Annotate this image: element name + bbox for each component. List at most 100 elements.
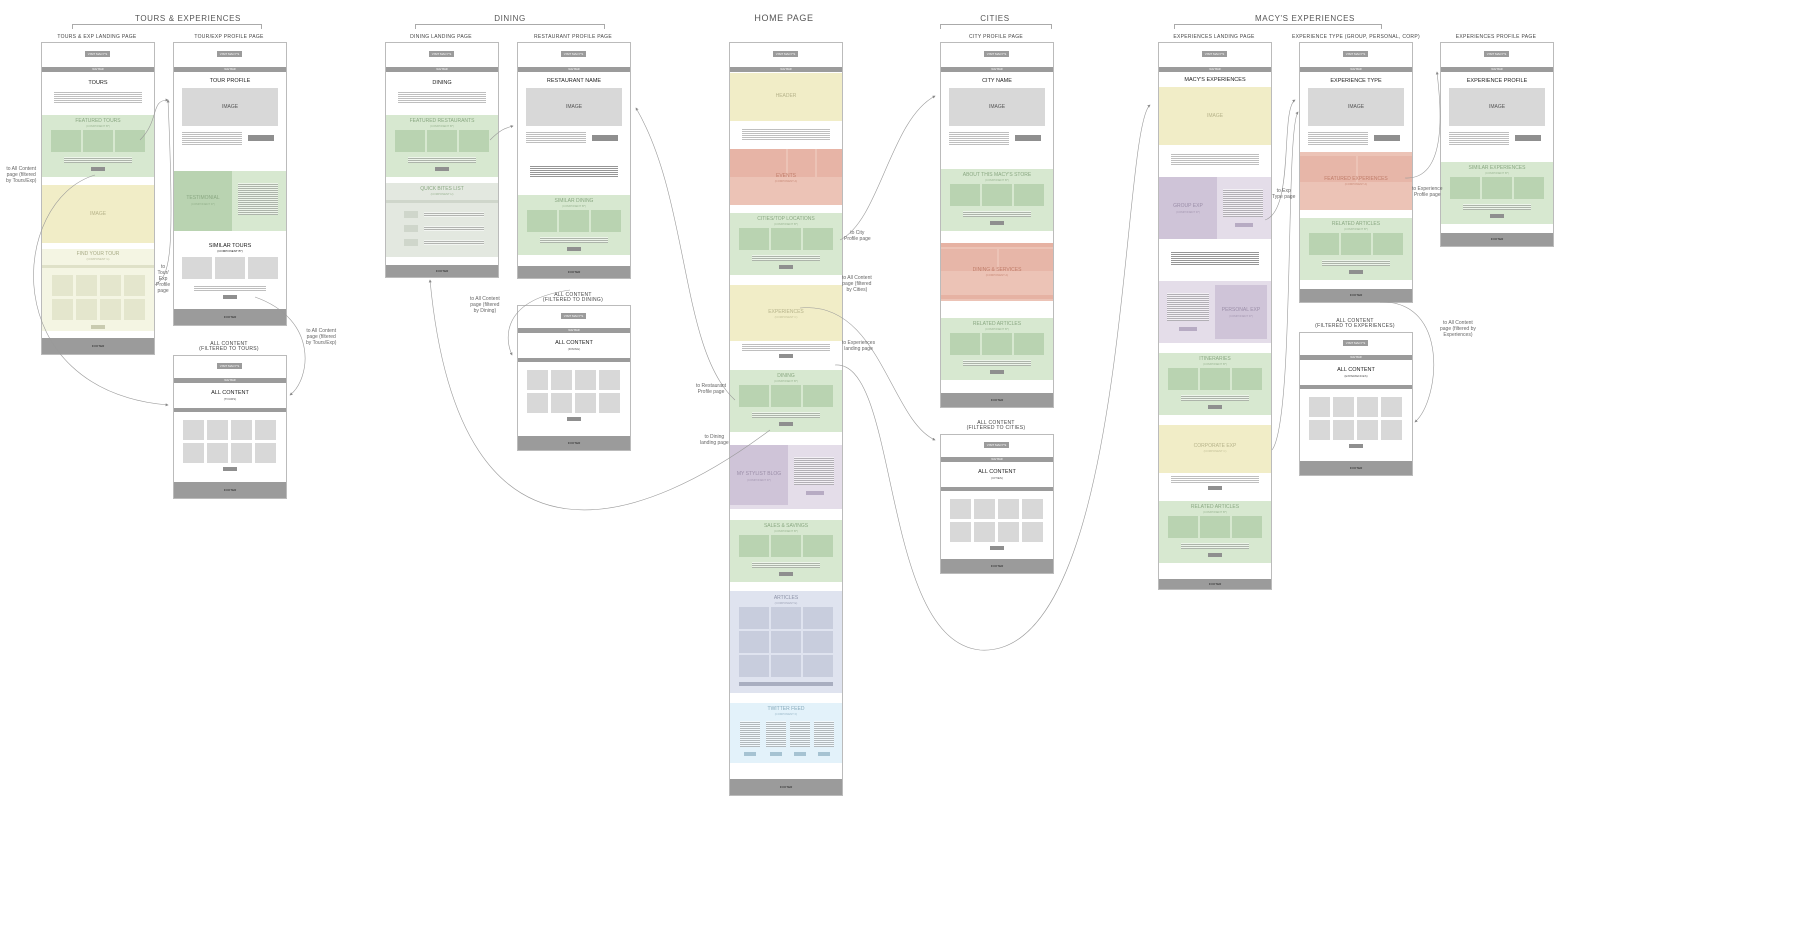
content-tile[interactable] (1357, 420, 1378, 440)
nav-bar[interactable]: NAV BAR (386, 67, 498, 72)
similar-tile[interactable] (1514, 177, 1544, 199)
tour-tile[interactable] (52, 275, 73, 296)
dining-tile[interactable] (771, 385, 801, 407)
sales-tile[interactable] (739, 535, 769, 557)
tour-tile[interactable] (124, 275, 145, 296)
list-item-thumb[interactable] (404, 211, 418, 218)
list-item-thumb[interactable] (404, 239, 418, 246)
video-tile[interactable] (248, 257, 278, 279)
list-item-thumb[interactable] (404, 225, 418, 232)
visit-macys-button[interactable]: VISIT MACY'S (217, 51, 242, 57)
service-tile[interactable] (999, 249, 1053, 271)
nav-bar[interactable]: NAV BAR (1441, 67, 1553, 72)
visit-macys-button[interactable]: VISIT MACY'S (429, 51, 454, 57)
nav-bar[interactable]: NAV BAR (1300, 67, 1412, 72)
article-tile[interactable] (771, 631, 801, 653)
related-tile[interactable] (950, 333, 980, 355)
event-tile[interactable] (817, 149, 842, 177)
related-button[interactable] (1349, 270, 1363, 274)
dining-tile[interactable] (803, 385, 833, 407)
filter-bar[interactable] (174, 408, 286, 412)
itinerary-tile[interactable] (1168, 368, 1198, 390)
similar-button[interactable] (223, 295, 237, 299)
content-tile[interactable] (551, 393, 572, 413)
content-tile[interactable] (1381, 420, 1402, 440)
visit-macys-button[interactable]: VISIT MACY'S (1202, 51, 1227, 57)
visit-macys-button[interactable]: VISIT MACY'S (1484, 51, 1509, 57)
stylist-button[interactable] (806, 491, 824, 495)
featured-tile[interactable] (1300, 156, 1356, 182)
article-tile[interactable] (803, 655, 833, 677)
video-tile[interactable] (215, 257, 245, 279)
tweet-button[interactable] (818, 752, 830, 756)
visit-macys-button[interactable]: VISIT MACY'S (984, 51, 1009, 57)
content-tile[interactable] (599, 370, 620, 390)
content-tile[interactable] (599, 393, 620, 413)
related-tile[interactable] (1373, 233, 1403, 255)
article-tile[interactable] (739, 631, 769, 653)
dining-tile[interactable] (739, 385, 769, 407)
about-tile[interactable] (1014, 184, 1044, 206)
visit-macys-button[interactable]: VISIT MACY'S (773, 51, 798, 57)
service-tile[interactable] (941, 295, 1053, 299)
cities-button[interactable] (779, 265, 793, 269)
tour-tile[interactable] (100, 275, 121, 296)
article-tile[interactable] (739, 655, 769, 677)
city-tile[interactable] (803, 228, 833, 250)
nav-bar[interactable]: NAV BAR (941, 67, 1053, 72)
filter-bar[interactable] (1300, 385, 1412, 389)
content-tile[interactable] (231, 443, 252, 463)
article-tile[interactable] (739, 607, 769, 629)
featured-tile[interactable] (83, 130, 113, 152)
filter-bar[interactable] (42, 265, 154, 268)
featured-tile[interactable] (459, 130, 489, 152)
video-tile[interactable] (182, 257, 212, 279)
articles-more-bar[interactable] (739, 682, 833, 686)
content-tile[interactable] (207, 443, 228, 463)
related-tile[interactable] (1014, 333, 1044, 355)
content-tile[interactable] (575, 370, 596, 390)
related-tile[interactable] (982, 333, 1012, 355)
content-tile[interactable] (998, 499, 1019, 519)
similar-button[interactable] (567, 247, 581, 251)
nav-bar[interactable]: NAV BAR (174, 378, 286, 383)
visit-macys-button[interactable]: VISIT MACY'S (1343, 340, 1368, 346)
similar-tile[interactable] (527, 210, 557, 232)
experiences-button[interactable] (779, 354, 793, 358)
load-more-button[interactable] (223, 467, 237, 471)
event-tile[interactable] (788, 149, 815, 177)
similar-tile[interactable] (1450, 177, 1480, 199)
content-tile[interactable] (255, 443, 276, 463)
article-tile[interactable] (803, 607, 833, 629)
itinerary-tile[interactable] (1200, 368, 1230, 390)
tour-tile[interactable] (100, 299, 121, 320)
tour-tile[interactable] (76, 299, 97, 320)
related-tile[interactable] (1168, 516, 1198, 538)
similar-tile[interactable] (559, 210, 589, 232)
nav-bar[interactable]: NAV BAR (518, 328, 630, 333)
content-tile[interactable] (1381, 397, 1402, 417)
sales-tile[interactable] (803, 535, 833, 557)
content-tile[interactable] (1022, 499, 1043, 519)
nav-bar[interactable]: NAV BAR (518, 67, 630, 72)
book-button[interactable] (1374, 135, 1400, 141)
featured-tile[interactable] (115, 130, 145, 152)
similar-button[interactable] (1490, 214, 1504, 218)
content-tile[interactable] (183, 420, 204, 440)
nav-bar[interactable]: NAV BAR (1159, 67, 1271, 72)
city-tile[interactable] (739, 228, 769, 250)
content-tile[interactable] (998, 522, 1019, 542)
similar-tile[interactable] (591, 210, 621, 232)
featured-button[interactable] (435, 167, 449, 171)
content-tile[interactable] (527, 393, 548, 413)
nav-bar[interactable]: NAV BAR (1300, 355, 1412, 360)
sales-button[interactable] (779, 572, 793, 576)
content-tile[interactable] (1333, 397, 1354, 417)
corporate-button[interactable] (1208, 486, 1222, 490)
related-tile[interactable] (1341, 233, 1371, 255)
featured-tile[interactable] (1358, 156, 1412, 182)
nav-bar[interactable]: NAV BAR (174, 67, 286, 72)
event-tile[interactable] (730, 149, 786, 177)
book-button[interactable] (1015, 135, 1041, 141)
tweet-button[interactable] (770, 752, 782, 756)
